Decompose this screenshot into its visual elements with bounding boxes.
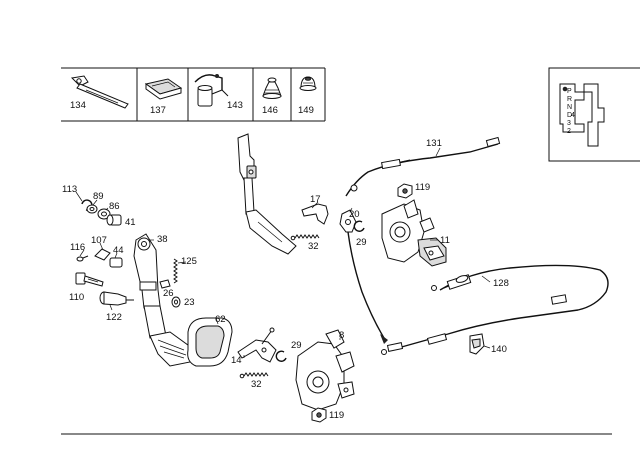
connecting-cable — [347, 231, 388, 344]
pedal-pad-62 — [187, 317, 233, 367]
label-14: 14 — [231, 355, 242, 366]
inset-label-146: 146 — [262, 105, 278, 116]
label-128: 128 — [493, 278, 509, 289]
label-107: 107 — [91, 235, 107, 246]
rubber-boot-icon — [262, 77, 282, 99]
label-38: 38 — [157, 234, 168, 245]
label-122: 122 — [106, 312, 122, 323]
label-32-upper: 32 — [308, 241, 319, 252]
nut-119-lower — [311, 407, 327, 423]
label-113: 113 — [62, 184, 77, 195]
inset-label-149: 149 — [298, 105, 314, 116]
sleeve-44 — [109, 252, 123, 268]
pivot-pin-122 — [99, 291, 134, 311]
bracket-assembly-8 — [295, 329, 355, 411]
label-26: 26 — [163, 288, 174, 299]
shift-cable-128 — [397, 264, 609, 349]
inset-parts-box — [61, 67, 326, 122]
label-11: 11 — [440, 235, 450, 246]
label-29-lower: 29 — [291, 340, 302, 351]
label-140: 140 — [491, 344, 507, 355]
cable-end-fitting — [381, 342, 404, 355]
cable-tie-icon — [70, 75, 129, 109]
label-8: 8 — [339, 330, 344, 341]
clip-26 — [159, 279, 171, 289]
label-20: 20 — [349, 209, 360, 220]
label-116: 116 — [70, 242, 85, 253]
gear-position-d: D — [567, 112, 572, 119]
cover-plate-icon — [144, 78, 183, 100]
spring-32-lower — [239, 372, 269, 379]
label-119-lower: 119 — [329, 410, 344, 421]
label-32-lower: 32 — [251, 379, 262, 390]
bolt-110 — [75, 272, 104, 287]
label-23: 23 — [184, 297, 195, 308]
nut-119-upper — [397, 183, 413, 199]
label-110: 110 — [69, 292, 84, 303]
label-89: 89 — [93, 191, 104, 202]
ring-23 — [171, 296, 181, 308]
label-62: 62 — [215, 314, 226, 325]
screw-116 — [76, 249, 89, 262]
clip-107 — [94, 242, 111, 261]
grommet-icon — [299, 76, 317, 91]
label-17: 17 — [310, 194, 321, 205]
circlip-29-upper — [353, 220, 365, 232]
label-44: 44 — [113, 245, 124, 256]
label-119-upper: 119 — [415, 182, 430, 193]
bushing-86 — [97, 207, 111, 220]
holder-clip-icon — [194, 74, 229, 107]
spring-125 — [173, 258, 187, 284]
gear-position-r: R — [567, 96, 572, 103]
inset-label-143: 143 — [227, 100, 243, 111]
brake-pedal-38 — [133, 233, 193, 367]
inset-label-134: 134 — [70, 100, 86, 111]
gear-position-4: 4 — [571, 112, 575, 119]
bearing-41 — [106, 214, 122, 226]
holder-140 — [469, 333, 491, 355]
gear-selector-gate-icon: P R N D 4 3 2 — [548, 67, 640, 162]
label-125: 125 — [181, 256, 197, 267]
washer-89 — [86, 199, 98, 214]
label-41: 41 — [125, 217, 136, 228]
inset-label-137: 137 — [150, 105, 166, 116]
gear-position-3: 3 — [567, 120, 571, 127]
label-86: 86 — [109, 201, 120, 212]
label-29-upper: 29 — [356, 237, 367, 248]
bracket-assembly-11 — [381, 199, 447, 267]
gear-position-2: 2 — [567, 128, 571, 135]
spring-32-upper — [290, 234, 320, 241]
gear-position-p: P — [567, 88, 572, 95]
control-cable-131 — [345, 136, 501, 197]
circlip-29-lower — [275, 350, 287, 362]
label-131: 131 — [426, 138, 442, 149]
lever-14 — [237, 327, 277, 363]
bracket-17 — [301, 201, 329, 225]
accelerator-pedal — [237, 133, 297, 255]
lever-20 — [339, 207, 357, 233]
gear-position-n: N — [567, 104, 572, 111]
